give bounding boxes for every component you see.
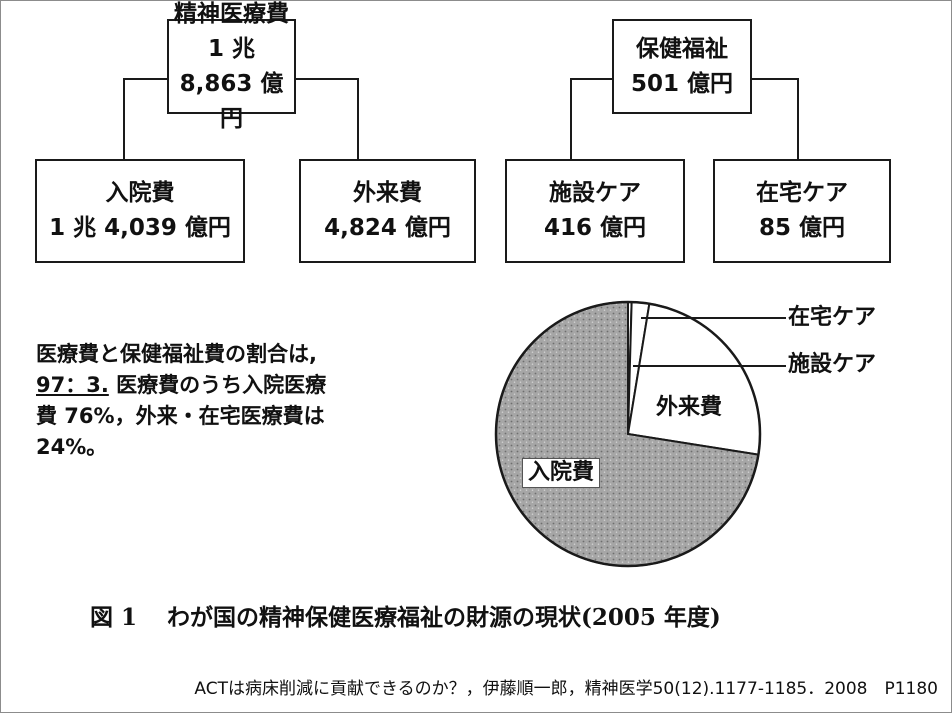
home-care-box: 在宅ケア 85 億円 xyxy=(713,159,891,263)
pie-label-outpatient: 外来費 xyxy=(656,395,723,420)
figure-caption-text: わが国の精神保健医療福祉の財源の現状(2005 年度) xyxy=(167,604,721,631)
welfare-cost-amount: 501 億円 xyxy=(630,70,734,97)
pie-outline xyxy=(494,300,762,568)
citation: ACTは病床削減に貢献できるのか？，伊藤順一郎，精神医学50(12).1177-… xyxy=(194,679,938,699)
facility-care-box: 施設ケア 416 億円 xyxy=(505,159,685,263)
connector-medical xyxy=(123,78,359,159)
summary-ratio: 97：3. xyxy=(36,373,109,397)
pie-label-home-care: 在宅ケア xyxy=(788,305,877,330)
facility-care-amount: 416 億円 xyxy=(543,215,647,241)
welfare-cost-box: 保健福祉 501 億円 xyxy=(612,19,752,114)
home-care-title: 在宅ケア xyxy=(756,180,848,206)
home-care-amount: 85 億円 xyxy=(758,215,845,241)
summary-line-4: 24%。 xyxy=(36,435,108,459)
pie-label-facility-care: 施設ケア xyxy=(788,352,877,377)
summary-line-3: 費 76%，外来・在宅医療費は xyxy=(36,404,325,428)
pie-slice-outpatient xyxy=(626,302,761,456)
inpatient-cost-title: 入院費 xyxy=(105,180,175,206)
outpatient-cost-box: 外来費 4,824 億円 xyxy=(299,159,476,263)
pie-label-inpatient: 入院費 xyxy=(522,458,601,488)
summary-line-1: 医療費と保健福祉費の割合は, xyxy=(36,342,317,366)
summary-line-2-rest: 医療費のうち入院医療 xyxy=(116,373,327,397)
welfare-cost-title: 保健福祉 xyxy=(636,35,728,62)
outpatient-cost-title: 外来費 xyxy=(353,180,422,206)
connector-welfare xyxy=(570,78,799,159)
summary-text: 医療費と保健福祉費の割合は, 97：3. 医療費のうち入院医療 費 76%，外来… xyxy=(36,339,416,463)
medical-cost-box: 精神医療費 1 兆 8,863 億円 xyxy=(167,1,296,132)
outpatient-cost-amount: 4,824 億円 xyxy=(324,215,451,241)
figure-caption: 図 1 わが国の精神保健医療福祉の財源の現状(2005 年度) xyxy=(90,598,721,632)
summary-line-2: 97：3. 医療費のうち入院医療 xyxy=(36,370,416,401)
medical-cost-amount: 1 兆 8,863 億円 xyxy=(179,35,284,132)
figure-number: 図 1 xyxy=(90,604,138,631)
medical-cost-title: 精神医療費 xyxy=(174,0,289,27)
inpatient-cost-box: 入院費 1 兆 4,039 億円 xyxy=(35,159,245,263)
inpatient-cost-amount: 1 兆 4,039 億円 xyxy=(49,215,231,241)
facility-care-title: 施設ケア xyxy=(549,180,641,206)
